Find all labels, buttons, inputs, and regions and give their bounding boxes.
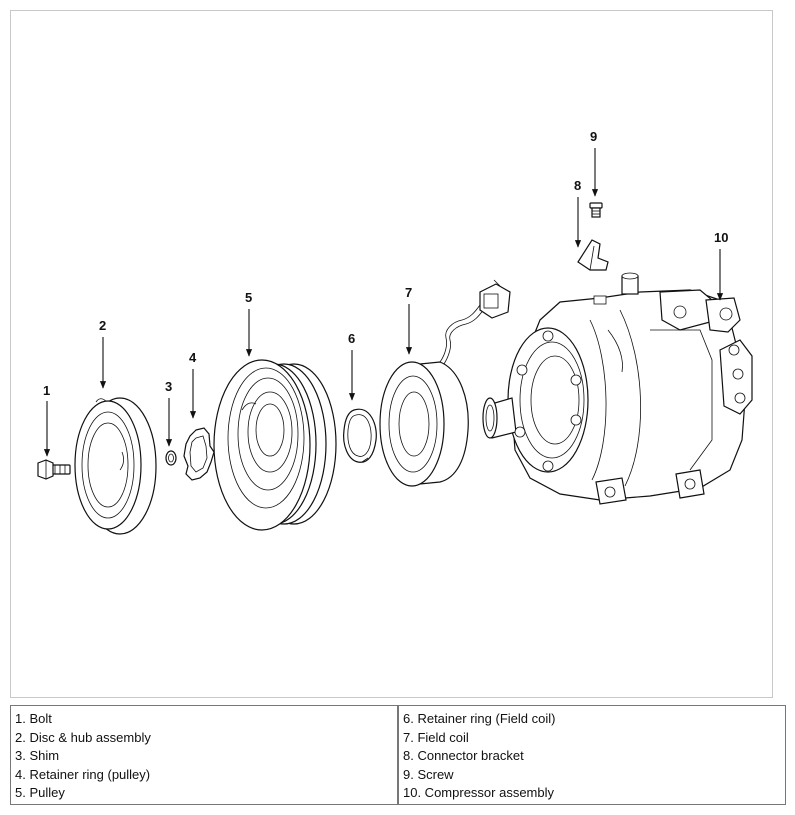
compressor-assembly-part	[482, 272, 753, 505]
callout-4: 4	[189, 350, 197, 365]
callout-2: 2	[99, 318, 106, 333]
field-coil-part	[379, 279, 511, 487]
disc-hub-part	[74, 397, 157, 535]
callout-6: 6	[348, 331, 355, 346]
connector-bracket-part	[577, 239, 609, 271]
legend-item: 8. Connector bracket	[403, 748, 524, 764]
legend-item: 4. Retainer ring (pulley)	[15, 766, 151, 782]
legend-item: 2. Disc & hub assembly	[15, 729, 151, 745]
callout-5: 5	[245, 290, 252, 305]
callout-3: 3	[165, 379, 172, 394]
legend-item: 10. Compressor assembly	[403, 785, 554, 801]
legend-column-left: 1. Bolt 2. Disc & hub assembly 3. Shim 4…	[11, 706, 397, 804]
legend-item: 9. Screw	[403, 766, 454, 782]
parts-legend: 1. Bolt 2. Disc & hub assembly 3. Shim 4…	[10, 705, 786, 805]
pulley-retainer-ring-part	[183, 427, 215, 481]
legend-item: 5. Pulley	[15, 785, 65, 801]
legend-column-right: 6. Retainer ring (Field coil) 7. Field c…	[397, 706, 785, 804]
shim-part	[165, 450, 177, 466]
field-coil-retainer-ring-part	[343, 408, 377, 463]
legend-item: 6. Retainer ring (Field coil)	[403, 711, 556, 726]
legend-item: 1. Bolt	[15, 711, 52, 726]
callout-8: 8	[574, 178, 581, 193]
exploded-diagram: 1 2 3 4 5 6	[37, 129, 753, 535]
callout-9: 9	[590, 129, 597, 144]
legend-item: 3. Shim	[15, 748, 60, 764]
pulley-part	[213, 359, 337, 531]
callout-7: 7	[405, 285, 412, 300]
screw-part	[589, 202, 603, 218]
legend-item: 7. Field coil	[403, 729, 469, 745]
bolt-part	[37, 459, 71, 480]
callout-10: 10	[714, 230, 728, 245]
callout-1: 1	[43, 383, 50, 398]
